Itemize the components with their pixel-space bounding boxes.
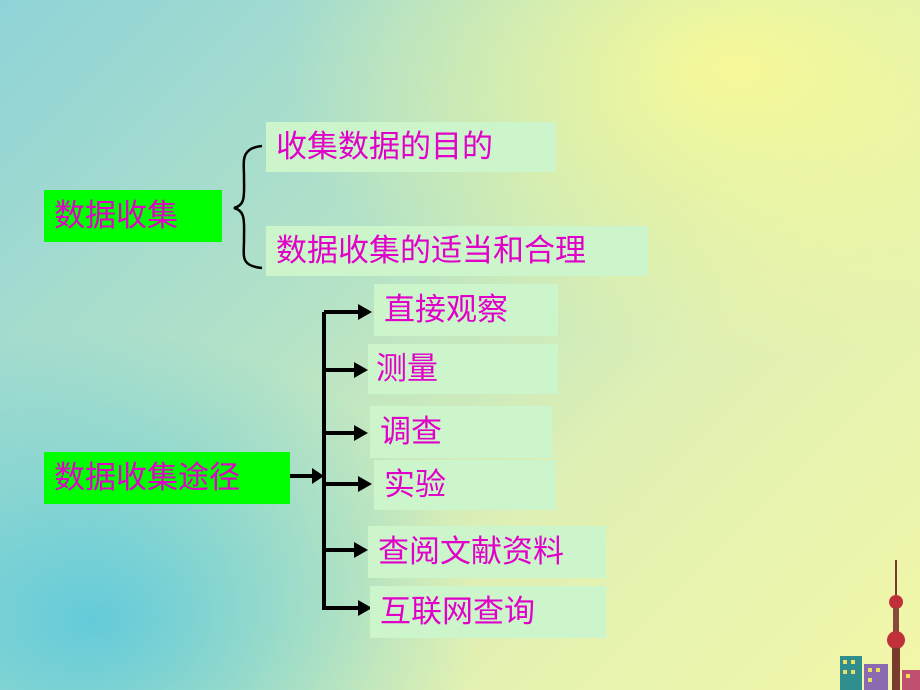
method-internet-search: 互联网查询 xyxy=(370,586,606,638)
method-measurement: 测量 xyxy=(368,344,558,394)
curly-brace-icon xyxy=(233,144,263,270)
method-survey: 调查 xyxy=(370,406,552,458)
appropriateness-of-data-collection: 数据收集的适当和合理 xyxy=(266,226,648,276)
purpose-of-collecting-data: 收集数据的目的 xyxy=(266,122,556,172)
arrow-to-trunk xyxy=(290,468,324,484)
topic-label-collection-methods: 数据收集途径 xyxy=(44,452,290,504)
branch-arrows xyxy=(324,304,372,616)
city-skyline-icon xyxy=(840,560,920,690)
topic-label-data-collection: 数据收集 xyxy=(44,190,222,242)
method-literature-review: 查阅文献资料 xyxy=(368,526,606,578)
method-experiment: 实验 xyxy=(374,460,556,510)
method-direct-observation: 直接观察 xyxy=(374,284,558,336)
